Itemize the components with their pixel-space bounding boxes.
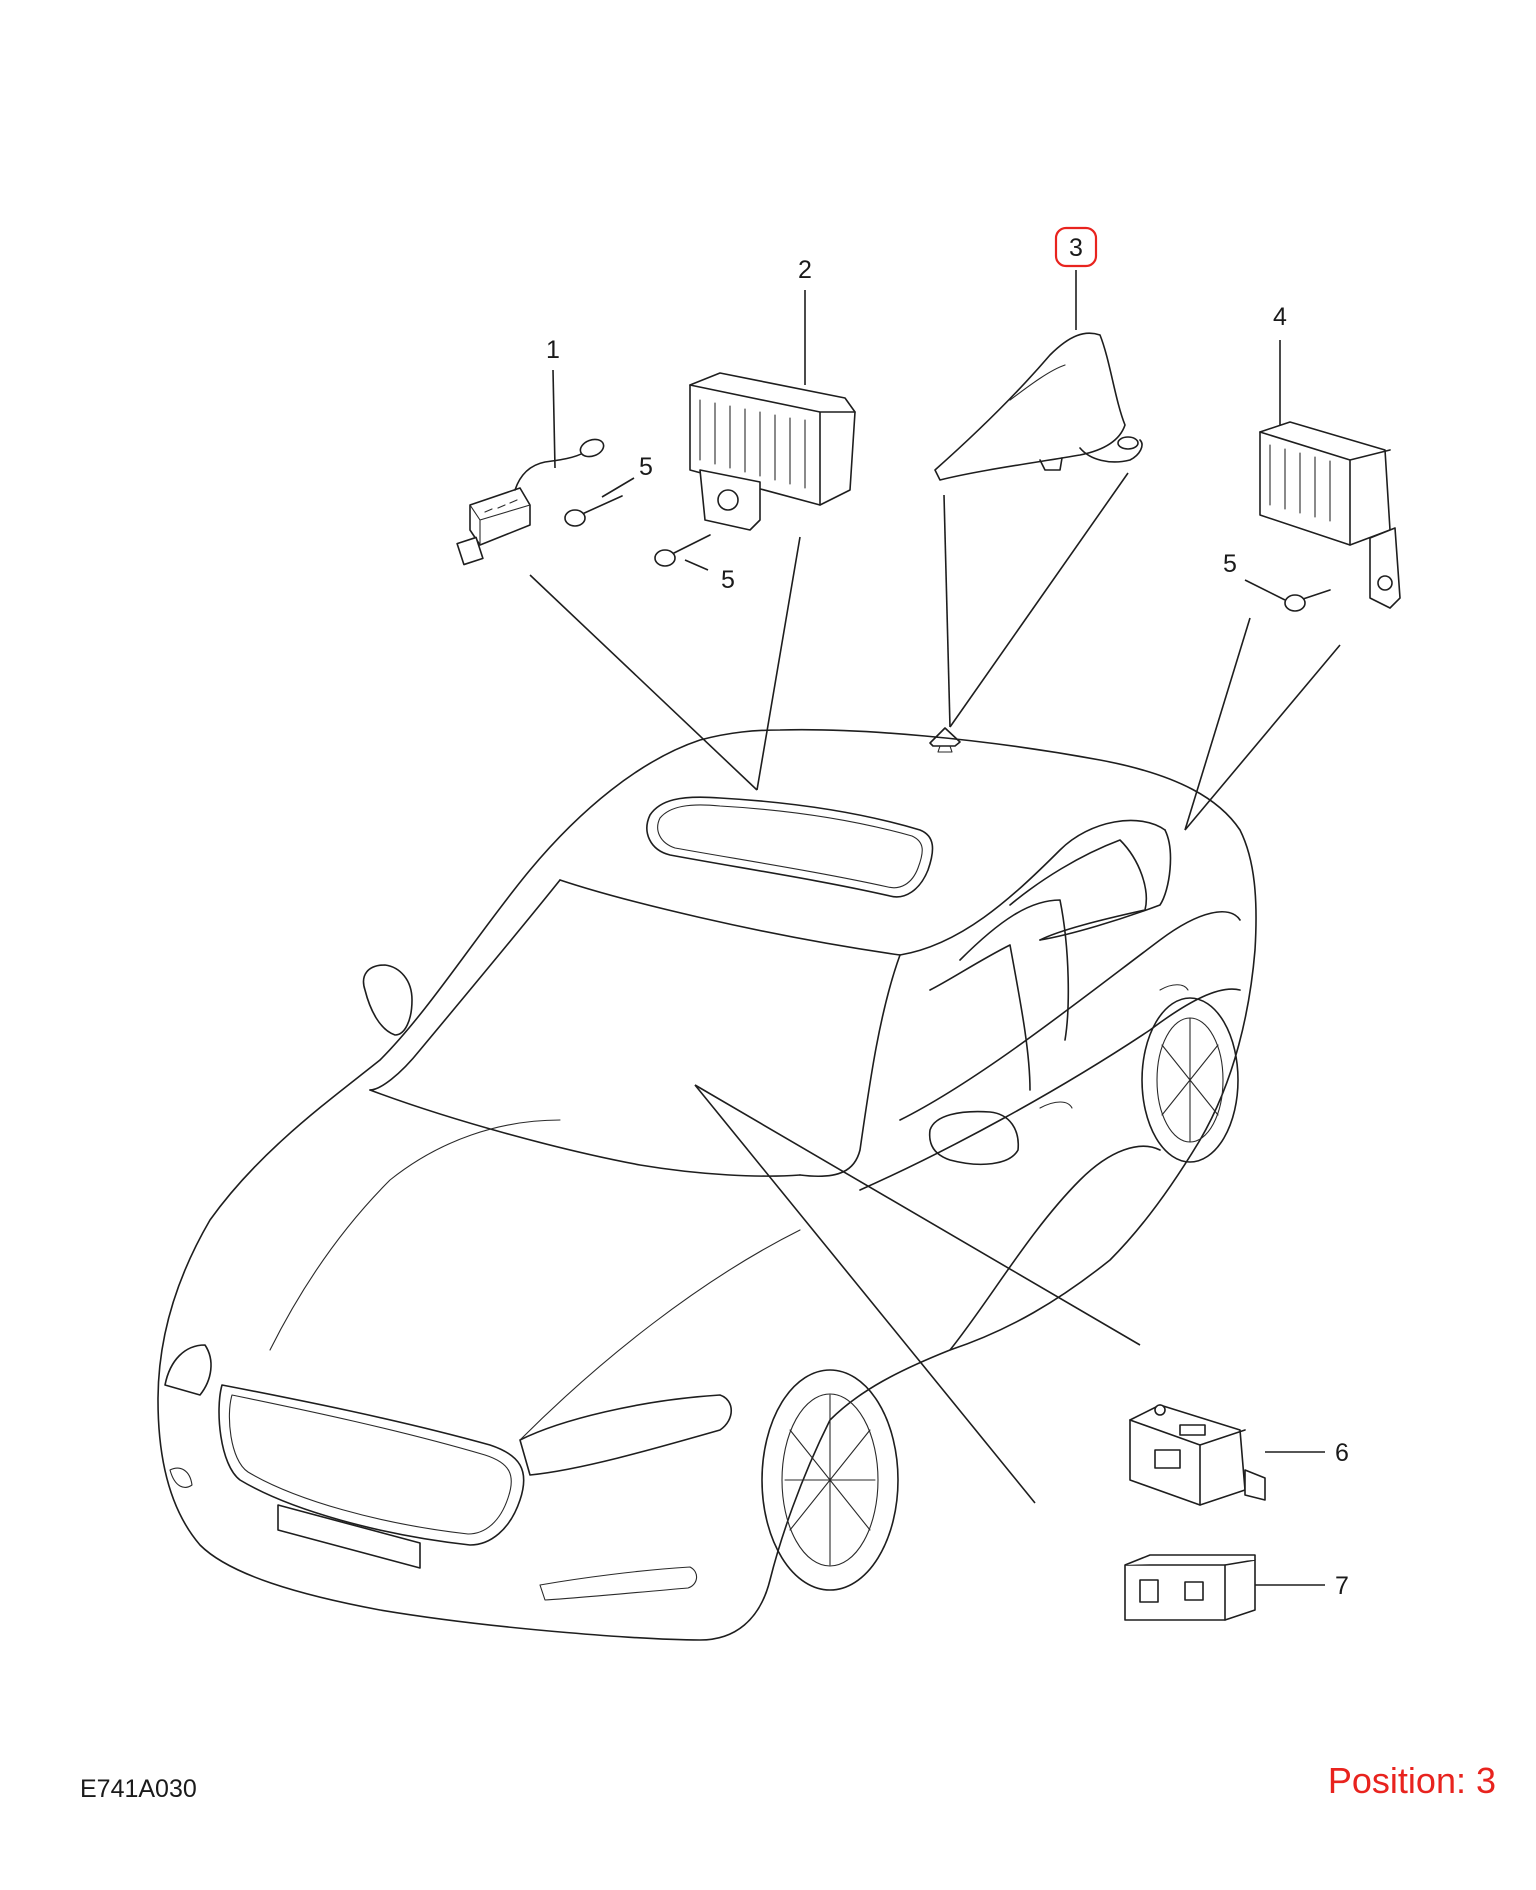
part-6-connector-module bbox=[1129, 1404, 1266, 1506]
callout-7[interactable]: 7 bbox=[1335, 1572, 1349, 1600]
part-4-module bbox=[1259, 421, 1401, 609]
car-illustration bbox=[157, 727, 1257, 1641]
position-label: Position: 3 bbox=[1327, 1760, 1496, 1801]
callout-3[interactable]: 3 bbox=[1069, 234, 1083, 262]
part-3-shark-fin-antenna bbox=[934, 332, 1143, 481]
leader-lines bbox=[529, 270, 1341, 1586]
part-2-amplifier bbox=[689, 372, 856, 531]
part-1-module bbox=[456, 438, 605, 566]
bolt-5c bbox=[1284, 589, 1331, 612]
callout-6[interactable]: 6 bbox=[1335, 1439, 1349, 1467]
part-7-usb-module bbox=[1124, 1554, 1256, 1621]
callout-3-highlight bbox=[1054, 226, 1098, 268]
callout-4[interactable]: 4 bbox=[1273, 303, 1287, 331]
callout-1[interactable]: 1 bbox=[546, 336, 560, 364]
callouts: 1 2 3 4 5 5 5 6 7 bbox=[546, 226, 1349, 1600]
callout-5c[interactable]: 5 bbox=[1223, 550, 1237, 578]
drawing-code: E741A030 bbox=[80, 1775, 197, 1803]
callout-2[interactable]: 2 bbox=[798, 256, 812, 284]
bolt-5a bbox=[564, 495, 623, 527]
callout-5b[interactable]: 5 bbox=[721, 566, 735, 594]
callout-5a[interactable]: 5 bbox=[639, 453, 653, 481]
bolt-5b bbox=[654, 534, 711, 567]
